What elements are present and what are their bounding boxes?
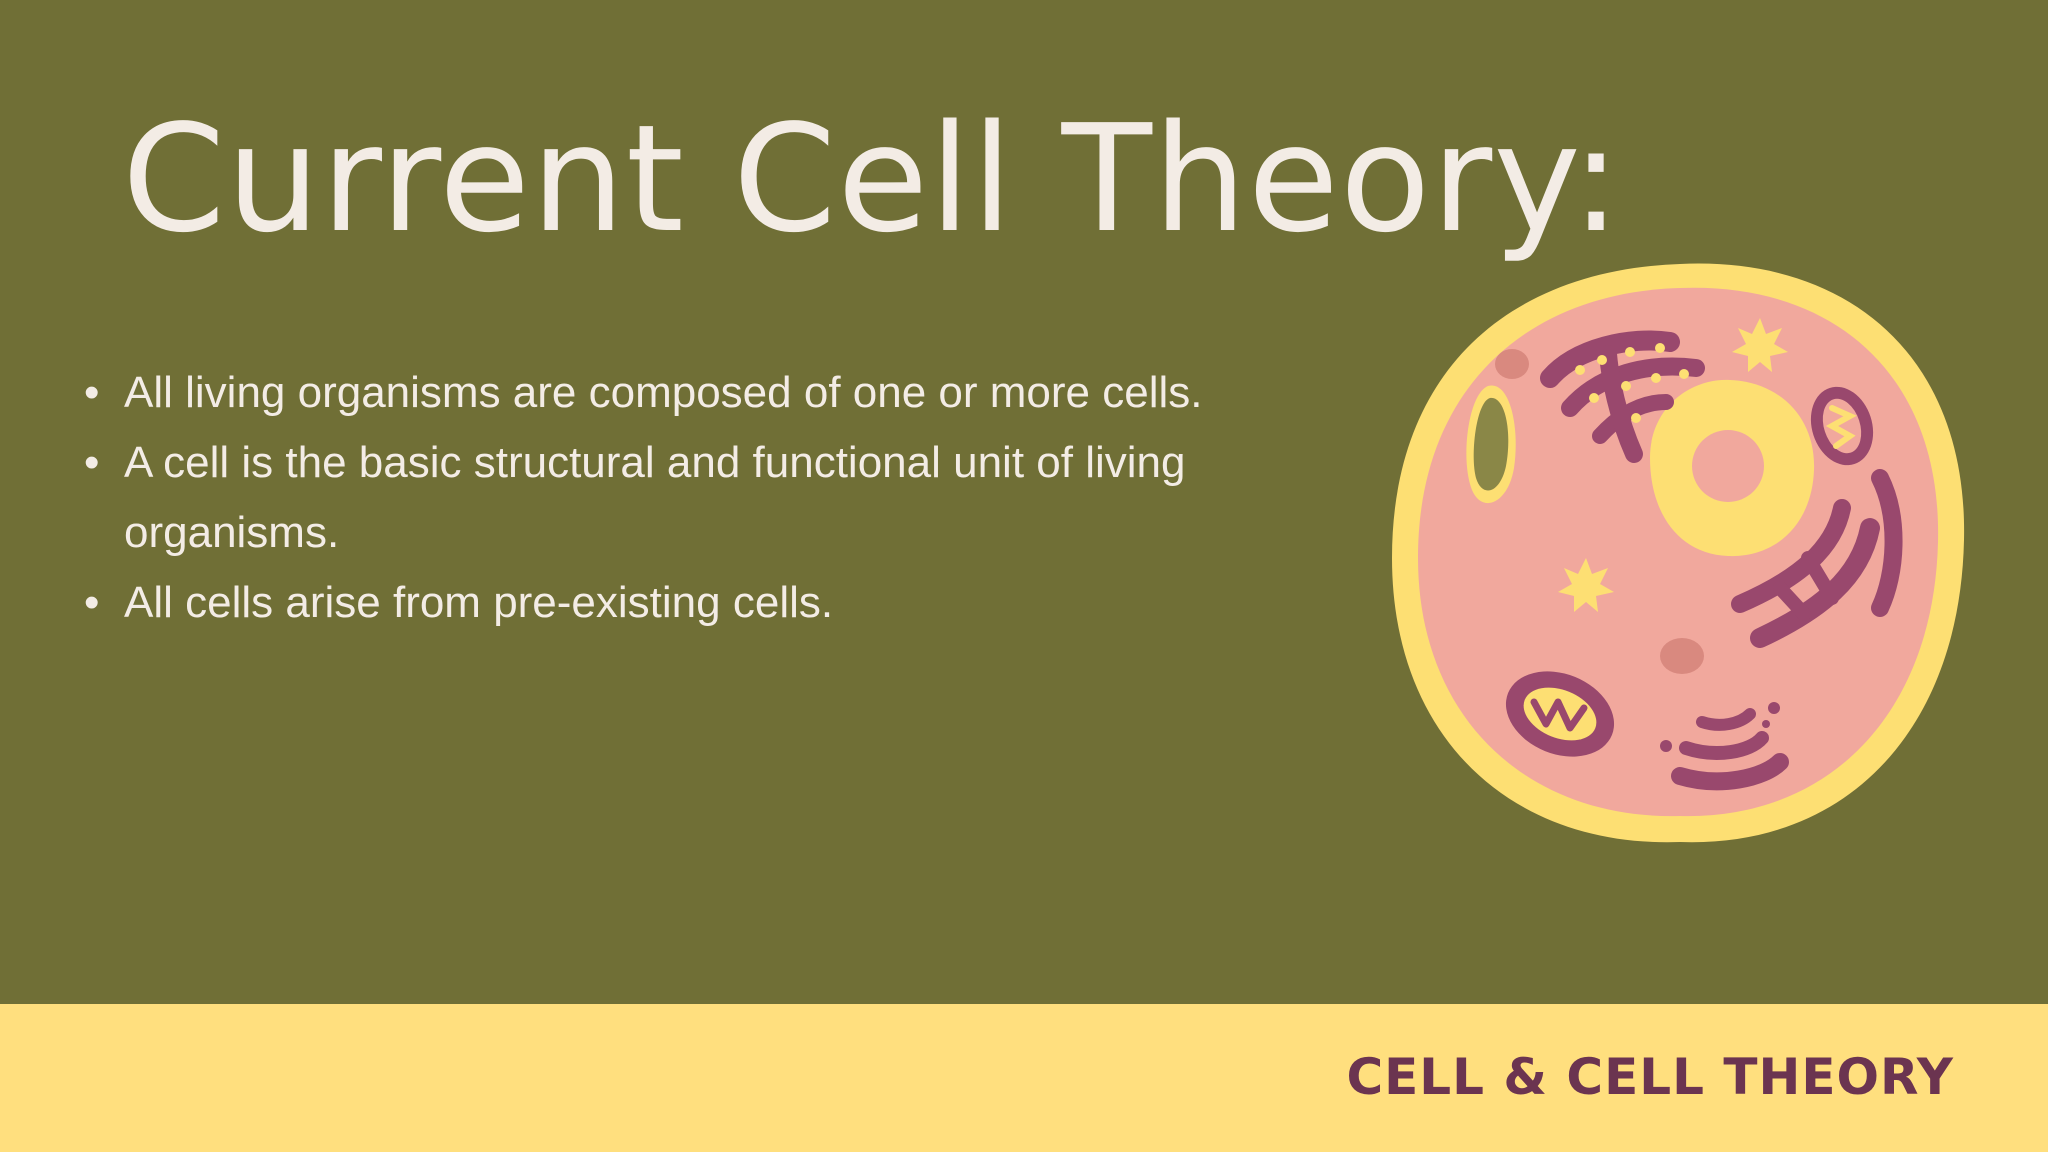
vesicle <box>1660 740 1672 752</box>
ribosome <box>1589 393 1599 403</box>
slide-title: Current Cell Theory: <box>122 93 1622 265</box>
endoplasmic-reticulum <box>1592 394 1674 444</box>
bullet-point-icon: • <box>84 578 100 627</box>
bullet-item: • All cells arise from pre-existing cell… <box>80 568 1240 638</box>
endoplasmic-reticulum <box>1801 551 1839 605</box>
cristae <box>1530 698 1588 732</box>
ribosome <box>1597 355 1607 365</box>
ribosome <box>1655 343 1665 353</box>
bullet-text: All living organisms are composed of one… <box>124 368 1203 417</box>
footer-label: CELL & CELL THEORY <box>1346 1048 1954 1106</box>
ribosome <box>1625 347 1635 357</box>
cristae <box>1825 405 1857 449</box>
vesicle <box>1660 638 1704 674</box>
bullet-item: • All living organisms are composed of o… <box>80 358 1240 428</box>
bullet-list: • All living organisms are composed of o… <box>80 358 1240 638</box>
golgi-apparatus <box>1679 731 1769 760</box>
bullet-point-icon: • <box>84 438 100 487</box>
bullet-item: • A cell is the basic structural and fun… <box>80 428 1240 568</box>
golgi-apparatus <box>1671 753 1789 791</box>
endoplasmic-reticulum <box>1561 357 1705 417</box>
bullet-text: A cell is the basic structural and funct… <box>124 438 1186 557</box>
endoplasmic-reticulum <box>1773 581 1811 621</box>
nucleolus <box>1692 430 1764 502</box>
vacuole-inner <box>1473 397 1509 491</box>
vesicle <box>1768 702 1780 714</box>
ribosome <box>1631 413 1641 423</box>
ribosome <box>1651 373 1661 383</box>
footer-band: CELL & CELL THEORY <box>0 1004 2048 1152</box>
golgi-apparatus <box>1696 708 1756 731</box>
vesicle <box>1495 349 1529 379</box>
vesicle <box>1762 720 1770 728</box>
ribosome <box>1679 369 1689 379</box>
animal-cell-icon <box>1392 263 1965 843</box>
endoplasmic-reticulum <box>1871 469 1903 617</box>
endoplasmic-reticulum <box>1599 345 1643 463</box>
centrosome <box>1732 318 1788 372</box>
mitochondrion-inner <box>1822 398 1862 454</box>
bullet-point-icon: • <box>84 368 100 417</box>
ribosome <box>1575 365 1585 375</box>
ribosome <box>1621 381 1631 391</box>
centrosome <box>1558 558 1614 612</box>
bullet-text: All cells arise from pre-existing cells. <box>124 578 834 627</box>
